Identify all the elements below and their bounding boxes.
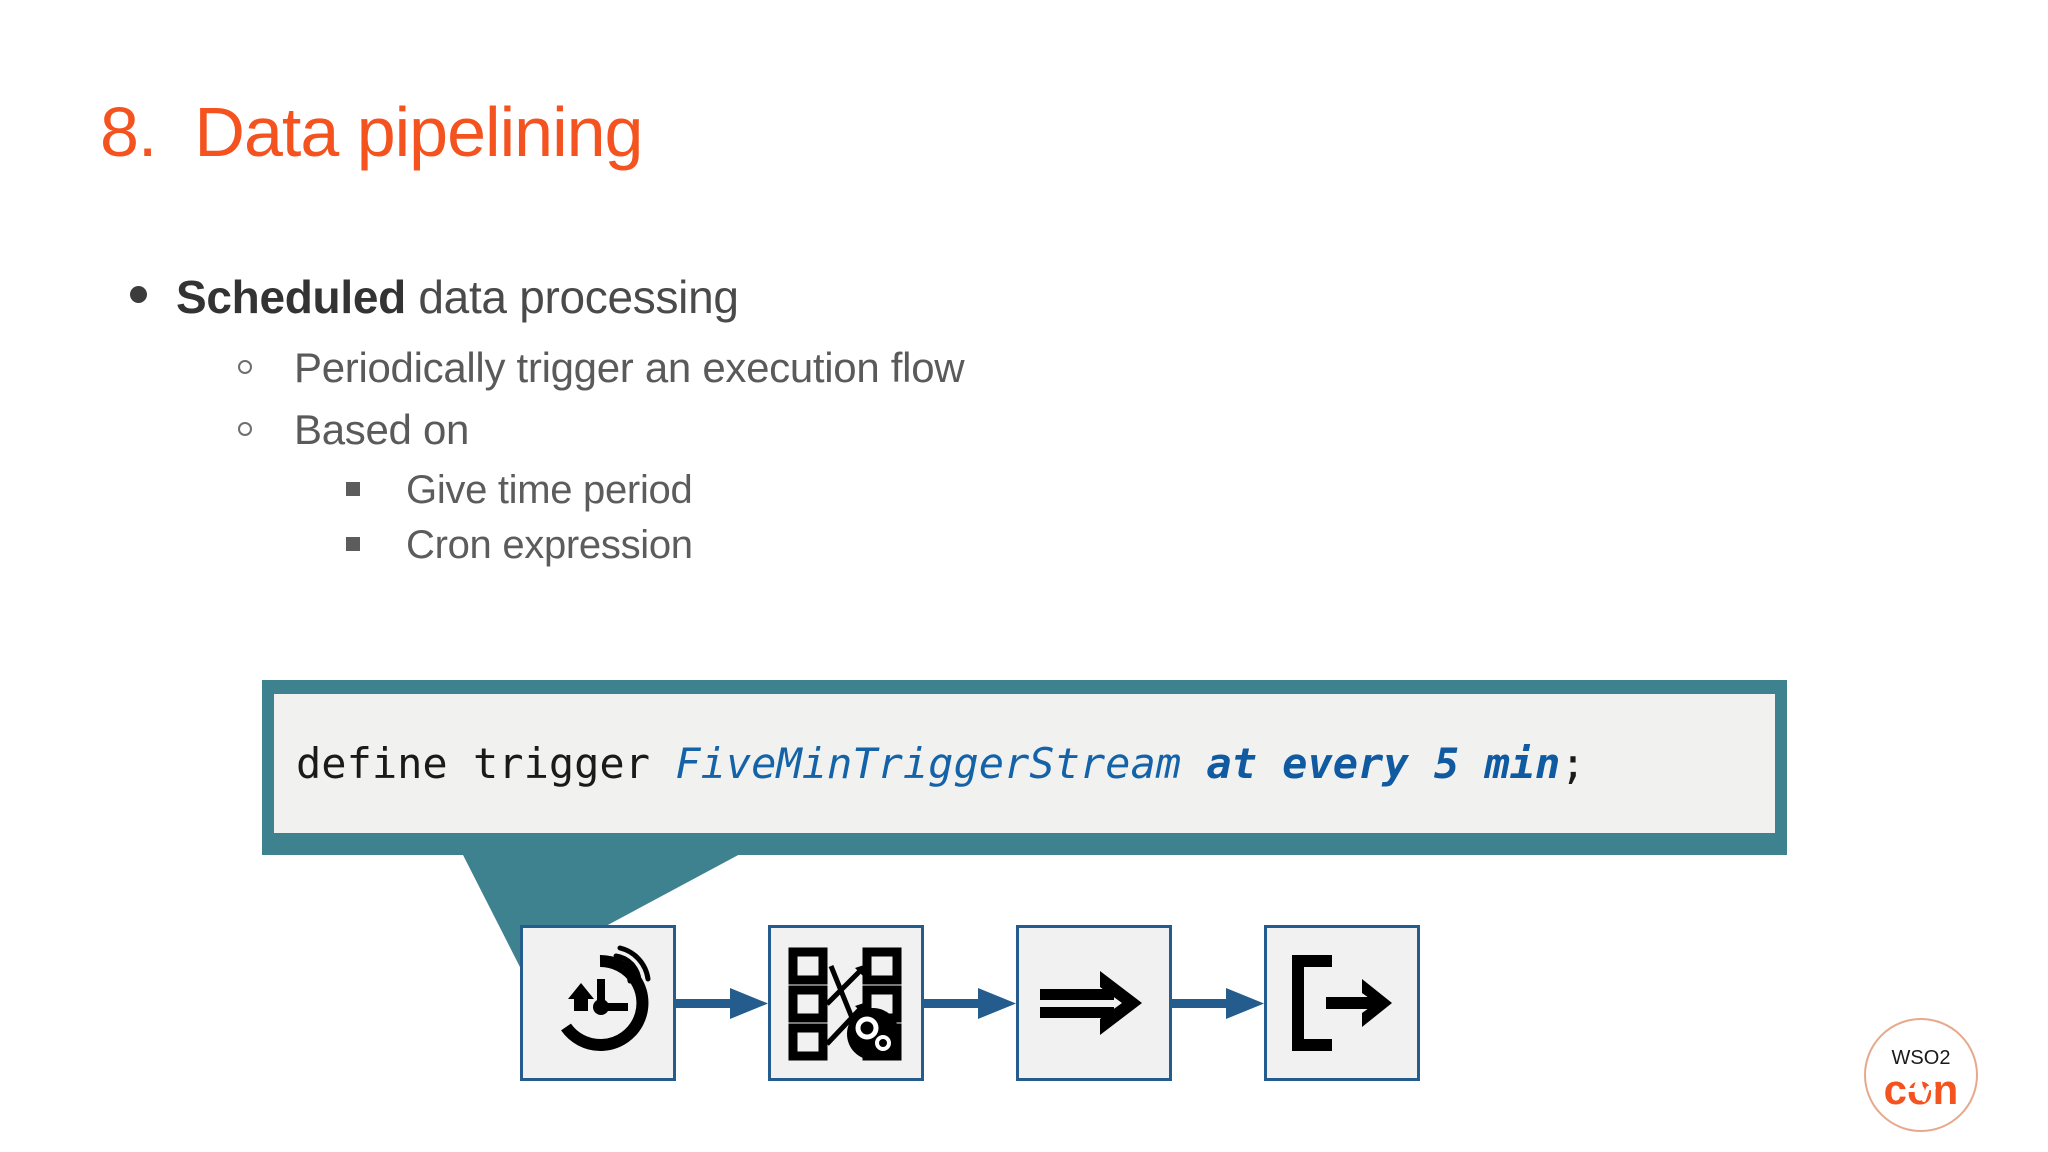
bullet-level2-0-label: Periodically trigger an execution flow: [294, 344, 965, 391]
wso2-con-logo: WSO2 con: [1862, 1016, 1980, 1134]
code-token-plain-0: define trigger: [296, 739, 676, 788]
bullet-level1-rest: data processing: [405, 271, 739, 323]
bullet-level3-0-label: Give time period: [406, 468, 693, 512]
bracket-arrow-sink-icon: [1292, 955, 1392, 1051]
bullet-level1: Scheduled data processing: [130, 270, 1630, 324]
flow-node-stream[interactable]: [1016, 925, 1172, 1081]
arrow-right-icon: [1172, 988, 1264, 1019]
code-callout: define trigger FiveMinTriggerStream at e…: [262, 680, 1787, 971]
code-token-space: [1181, 739, 1206, 788]
flow-node-trigger[interactable]: [520, 925, 676, 1081]
code-line: define trigger FiveMinTriggerStream at e…: [296, 739, 1586, 788]
code-token-identifier: FiveMinTriggerStream: [675, 739, 1182, 788]
mapping-transform-gears-icon: [788, 947, 902, 1061]
square-bullet-icon: [346, 537, 406, 558]
flow-connector-1: [676, 983, 768, 1023]
double-arrow-stream-icon: [1040, 971, 1142, 1035]
bullet-list: Scheduled data processing Periodically t…: [130, 270, 1630, 578]
bullet-level3-1-label: Cron expression: [406, 523, 693, 567]
logo-top-text: WSO2: [1892, 1047, 1951, 1069]
page-title: 8. Data pipelining: [100, 92, 644, 172]
disc-bullet-icon: [130, 286, 176, 313]
pipeline-flow-diagram: [520, 925, 1420, 1081]
arrow-right-icon: [676, 988, 768, 1019]
title-number: 8.: [100, 93, 157, 171]
flow-node-sink[interactable]: [1264, 925, 1420, 1081]
title-text: Data pipelining: [194, 93, 643, 171]
wso2-con-logo-icon: WSO2 con: [1864, 1018, 1978, 1132]
bullet-level1-label: Scheduled data processing: [176, 270, 739, 324]
code-token-keyword: at every 5 min: [1206, 739, 1561, 788]
code-callout-panel: define trigger FiveMinTriggerStream at e…: [274, 694, 1775, 833]
circle-bullet-icon: [238, 360, 294, 382]
bullet-level3-0: Give time period: [346, 468, 1630, 513]
bullet-level1-bold: Scheduled: [176, 271, 406, 323]
flow-node-transform[interactable]: [768, 925, 924, 1081]
flow-connector-2: [924, 983, 1016, 1023]
bullet-level2-1-label: Based on: [294, 406, 470, 453]
bullet-level2-0: Periodically trigger an execution flow: [238, 344, 1630, 392]
scheduled-clock-trigger-icon: [561, 945, 651, 1051]
circle-bullet-icon: [238, 422, 294, 444]
square-bullet-icon: [346, 482, 406, 503]
code-callout-frame: define trigger FiveMinTriggerStream at e…: [262, 680, 1787, 855]
pulse-icon: [1907, 1076, 1936, 1102]
flow-connector-3: [1172, 983, 1264, 1023]
code-token-semicolon: ;: [1560, 739, 1586, 788]
bullet-level3-1: Cron expression: [346, 523, 1630, 568]
bullet-level2-1: Based on: [238, 406, 1630, 454]
arrow-right-icon: [924, 988, 1016, 1019]
